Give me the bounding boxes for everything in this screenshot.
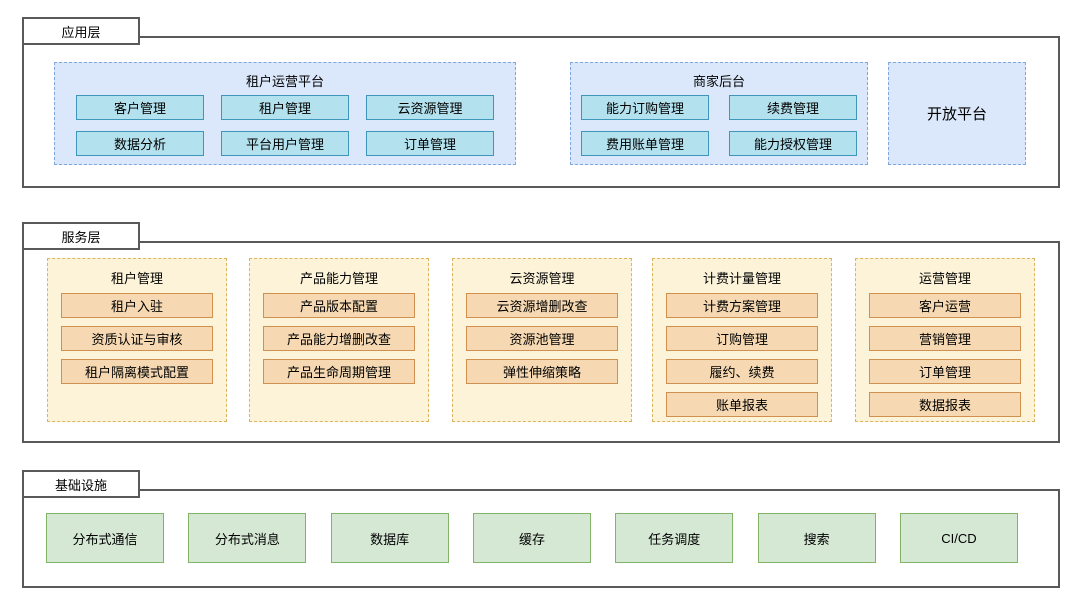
group-product-capability-title: 产品能力管理: [299, 271, 378, 286]
button-tenant-isolation-config: 租户隔离模式配置: [61, 359, 213, 384]
button-resource-pool-management: 资源池管理: [466, 326, 618, 351]
group-product-capability-management: 产品能力管理 产品版本配置 产品能力增删改查 产品生命周期管理: [249, 258, 429, 422]
button-tenant-management: 租户管理: [221, 95, 349, 120]
product-capability-buttons: 产品版本配置 产品能力增删改查 产品生命周期管理: [250, 293, 428, 384]
button-fulfillment-renewal: 履约、续费: [666, 359, 818, 384]
button-qualification-audit: 资质认证与审核: [61, 326, 213, 351]
button-marketing-management: 营销管理: [869, 326, 1021, 351]
box-cache: 缓存: [472, 513, 591, 563]
button-cloud-resource-management: 云资源管理: [366, 95, 494, 120]
layer-application-label: 应用层: [22, 17, 140, 45]
group-billing-metering-management: 计费计量管理 计费方案管理 订购管理 履约、续费 账单报表: [652, 258, 832, 422]
box-task-scheduling: 任务调度: [615, 513, 734, 563]
button-capability-order-management: 能力订购管理: [581, 95, 709, 120]
layer-infrastructure: 基础设施 分布式通信 分布式消息 数据库 缓存 任务调度 搜索 CI/CD: [22, 470, 1060, 588]
layer-service-label: 服务层: [22, 222, 140, 250]
tenant-management-buttons: 租户入驻 资质认证与审核 租户隔离模式配置: [48, 293, 226, 384]
layer-infrastructure-label: 基础设施: [22, 470, 140, 498]
billing-metering-buttons: 计费方案管理 订购管理 履约、续费 账单报表: [653, 293, 831, 417]
button-customer-operation: 客户运营: [869, 293, 1021, 318]
box-ci-cd: CI/CD: [899, 513, 1018, 563]
button-capability-auth-management: 能力授权管理: [729, 131, 857, 156]
group-cloud-resource-title: 云资源管理: [509, 271, 575, 286]
button-cloud-resource-crud: 云资源增删改查: [466, 293, 618, 318]
button-product-version-config: 产品版本配置: [263, 293, 415, 318]
group-tenant-management: 租户管理 租户入驻 资质认证与审核 租户隔离模式配置: [47, 258, 227, 422]
operations-buttons: 客户运营 营销管理 订单管理 数据报表: [856, 293, 1034, 417]
button-renewal-management: 续费管理: [729, 95, 857, 120]
group-billing-metering-title: 计费计量管理: [702, 271, 781, 286]
button-tenant-onboarding: 租户入驻: [61, 293, 213, 318]
button-platform-user-management: 平台用户管理: [221, 131, 349, 156]
button-customer-management: 客户管理: [76, 95, 204, 120]
group-tenant-operations-platform-title: 租户运营平台: [245, 74, 324, 89]
cloud-resource-buttons: 云资源增删改查 资源池管理 弹性伸缩策略: [453, 293, 631, 384]
group-cloud-resource-management: 云资源管理 云资源增删改查 资源池管理 弹性伸缩策略: [452, 258, 632, 422]
button-product-capability-crud: 产品能力增删改查: [263, 326, 415, 351]
button-subscription-management: 订购管理: [666, 326, 818, 351]
box-distributed-messaging: 分布式消息: [188, 513, 307, 563]
group-operations-title: 运营管理: [918, 271, 971, 286]
button-fee-bill-management: 费用账单管理: [581, 131, 709, 156]
layer-application: 应用层 租户运营平台 客户管理 租户管理 云资源管理 数据分析 平台用户管理 订…: [22, 17, 1060, 188]
layer-service: 服务层 租户管理 租户入驻 资质认证与审核 租户隔离模式配置 产品能力管理 产品…: [22, 222, 1060, 443]
group-merchant-backend: 商家后台 能力订购管理 续费管理 费用账单管理 能力授权管理: [570, 62, 868, 165]
group-merchant-backend-title: 商家后台: [692, 74, 745, 89]
button-elastic-scaling-policy: 弹性伸缩策略: [466, 359, 618, 384]
button-order-management: 订单管理: [366, 131, 494, 156]
group-operations-management: 运营管理 客户运营 营销管理 订单管理 数据报表: [855, 258, 1035, 422]
button-order-management-svc: 订单管理: [869, 359, 1021, 384]
button-bill-report: 账单报表: [666, 392, 818, 417]
button-product-lifecycle-management: 产品生命周期管理: [263, 359, 415, 384]
group-tenant-management-title: 租户管理: [110, 271, 163, 286]
button-data-analysis: 数据分析: [76, 131, 204, 156]
button-billing-plan-management: 计费方案管理: [666, 293, 818, 318]
button-data-report: 数据报表: [869, 392, 1021, 417]
tenant-operations-button-grid: 客户管理 租户管理 云资源管理 数据分析 平台用户管理 订单管理: [55, 95, 515, 156]
group-tenant-operations-platform: 租户运营平台 客户管理 租户管理 云资源管理 数据分析 平台用户管理 订单管理: [54, 62, 516, 165]
open-platform-title: 开放平台: [926, 106, 987, 123]
merchant-backend-button-grid: 能力订购管理 续费管理 费用账单管理 能力授权管理: [571, 95, 867, 156]
box-distributed-communication: 分布式通信: [46, 513, 164, 563]
infrastructure-row: 分布式通信 分布式消息 数据库 缓存 任务调度 搜索 CI/CD: [46, 513, 1018, 563]
group-open-platform: 开放平台: [888, 62, 1026, 165]
box-database: 数据库: [330, 513, 449, 563]
box-search: 搜索: [757, 513, 876, 563]
